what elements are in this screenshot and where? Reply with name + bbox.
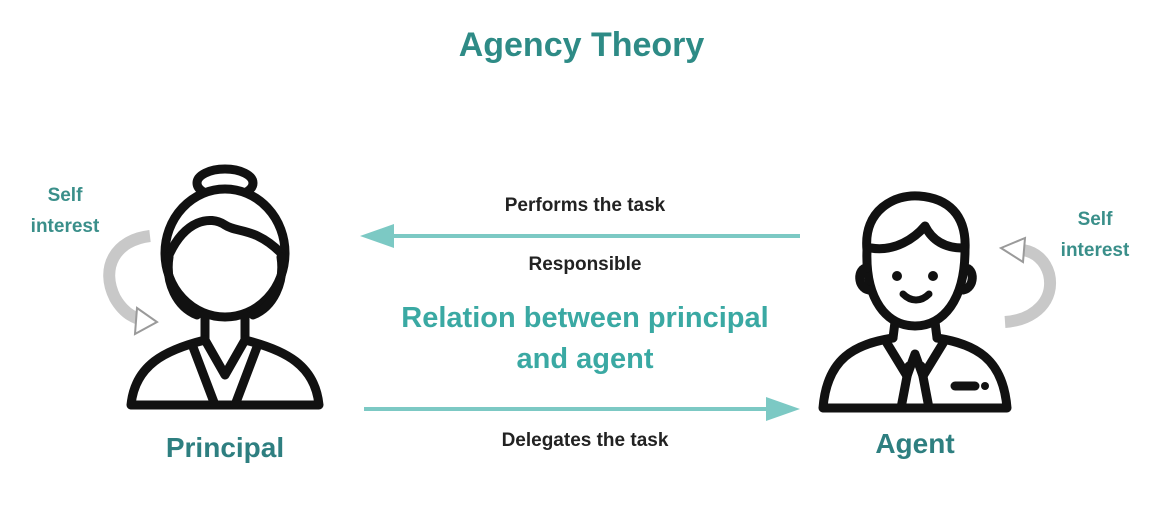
agent-self-interest-label: Self interest [1040, 204, 1150, 266]
relation-text: Relation between principal and agent [365, 298, 805, 380]
delegates-task-label: Delegates the task [501, 430, 669, 451]
agent-label: Agent [875, 428, 955, 459]
principal-self-interest-line1: Self [47, 185, 83, 206]
principal-self-interest-line2: interest [30, 216, 100, 237]
principal-self-interest-label: Self interest [10, 180, 120, 242]
agent-self-interest-line2: interest [1060, 240, 1130, 261]
performs-task-label: Performs the task [504, 195, 666, 216]
principal-label: Principal [165, 432, 285, 463]
relation-line2: and agent [516, 343, 654, 375]
left-arrow-icon [360, 224, 800, 248]
right-arrow-icon [364, 397, 800, 421]
agent-man-icon [818, 191, 1012, 413]
responsible-label: Responsible [528, 254, 642, 275]
diagram-title: Agency Theory [458, 26, 705, 64]
principal-woman-icon [126, 164, 324, 410]
principal-self-interest-curve-arrow-icon [103, 230, 159, 336]
agent-self-interest-curve-arrow-icon [998, 236, 1057, 328]
relation-line1: Relation between principal [401, 302, 769, 334]
agent-self-interest-line1: Self [1077, 209, 1113, 230]
